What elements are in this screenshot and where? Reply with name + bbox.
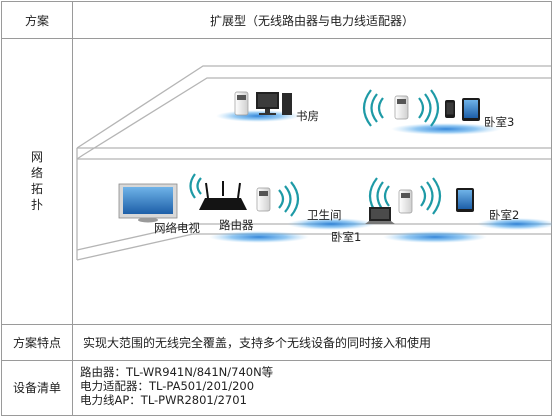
room-label-bedroom2: 卧室2: [489, 208, 520, 222]
router-icon: [199, 181, 247, 210]
room-label-tv: 网络电视: [154, 221, 200, 235]
powerline-adapter-icon: [394, 95, 409, 120]
wifi-waves-icon: [420, 177, 442, 215]
wifi-waves-icon: [362, 89, 384, 127]
equipment-item: 电力适配器：TL-PA501/201/200: [80, 379, 255, 393]
room-label-study: 书房: [296, 109, 319, 123]
features-text: 实现大范围的无线完全覆盖，支持多个无线设备的同时接入和使用: [83, 335, 432, 350]
divider: [2, 38, 551, 39]
wifi-waves-icon: [418, 89, 440, 127]
features-row: 方案特点 实现大范围的无线完全覆盖，支持多个无线设备的同时接入和使用: [2, 324, 551, 360]
divider: [2, 324, 551, 325]
smartphone-icon: [445, 100, 455, 118]
tablet-icon: [456, 188, 474, 212]
equipment-label: 设备清单: [2, 360, 73, 415]
powerline-adapter-icon: [256, 187, 271, 212]
equipment-list: 路由器：TL-WR941N/841N/740N等 电力适配器：TL-PA501/…: [73, 360, 551, 415]
topology-row: 网络拓扑: [2, 38, 554, 324]
wifi-waves-icon: [278, 181, 300, 217]
tv-icon: [118, 183, 178, 223]
powerline-adapter-icon: [234, 91, 249, 116]
room-label-bedroom3: 卧室3: [484, 115, 515, 129]
coverage-glow: [287, 218, 375, 230]
upper-floor: [76, 65, 551, 160]
features-label: 方案特点: [2, 324, 73, 360]
topology-diagram: 书房 卧室3 网络电视 路由器 卫生间 卧室1 卧室2: [73, 38, 554, 324]
powerline-adapter-icon: [398, 189, 413, 214]
room-label-bedroom1: 卧室1: [331, 230, 362, 244]
topology-label-cell: 网络拓扑: [2, 38, 73, 324]
coverage-glow: [391, 123, 501, 135]
coverage-glow: [383, 231, 487, 243]
desktop-pc-icon: [256, 92, 292, 115]
scheme-title: 扩展型（无线路由器与电力线适配器）: [209, 13, 414, 28]
coverage-glow: [209, 231, 309, 243]
laptop-icon: [365, 207, 395, 224]
room-label-bathroom: 卫生间: [307, 208, 342, 222]
house-diagram: [76, 65, 554, 261]
equipment-item: 电力线AP：TL-PWR2801/2701: [80, 393, 247, 407]
scheme-label: 方案: [2, 2, 73, 38]
tablet-icon: [462, 98, 480, 121]
wifi-waves-icon: [189, 173, 202, 199]
equipment-item: 路由器：TL-WR941N/841N/740N等: [80, 365, 274, 379]
coverage-glow: [477, 218, 554, 230]
topology-label: 网络拓扑: [30, 150, 43, 212]
divider: [2, 360, 551, 361]
room-label-router: 路由器: [219, 218, 254, 232]
header-row: 方案 扩展型（无线路由器与电力线适配器）: [2, 2, 551, 38]
equipment-row: 设备清单 路由器：TL-WR941N/841N/740N等 电力适配器：TL-P…: [2, 360, 551, 415]
